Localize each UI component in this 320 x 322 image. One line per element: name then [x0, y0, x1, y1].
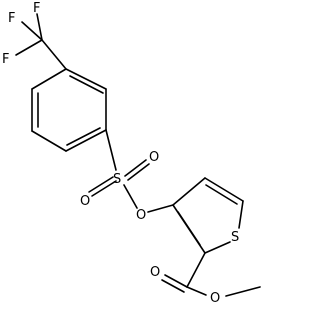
bond-thio-c5-s [238, 200, 244, 229]
bond-omethoxy-ch3 [225, 286, 261, 297]
bond-thio-c3-c4 [172, 177, 206, 206]
bonds [15, 13, 261, 297]
bond-c-f1 [21, 21, 43, 41]
atom-o-methoxy: O [210, 291, 220, 306]
atom-o-sulfonyl-2: O [149, 150, 159, 165]
bond-c2-carbonyl-c [186, 252, 206, 288]
bond-benzene-4 [31, 130, 67, 152]
bond-oester-c3 [147, 204, 174, 213]
bond-benzene-1 [65, 68, 107, 90]
atom-o-ester-link: O [136, 208, 146, 223]
bond-benzene-6 [31, 68, 67, 90]
bond-s-o2-b [127, 163, 150, 181]
bond-carbonyl-b [161, 279, 185, 293]
bond-cf3-ring [41, 39, 67, 70]
chemical-structure: F F F S O O O S O O [2, 1, 261, 306]
atom-s-thiophene: S [231, 230, 239, 245]
bond-c-f2 [36, 13, 43, 41]
bond-thio-c4-c5 [204, 177, 244, 202]
bond-thio-c2-c3-inner [177, 211, 201, 246]
atom-f2: F [33, 1, 40, 16]
bond-thio-s-c2 [204, 241, 231, 254]
bond-s-oester [123, 184, 138, 209]
bond-benzene-3-inner [66, 127, 101, 146]
bond-s-o1-a [91, 180, 117, 197]
bond-c-f3 [15, 39, 43, 56]
atom-f1: F [8, 11, 15, 26]
bond-ring-sulfonyl [105, 129, 117, 171]
atom-f3: F [2, 52, 9, 67]
bond-c-omethoxy [186, 286, 207, 296]
atom-labels: F F F S O O O S O O [2, 1, 239, 306]
atom-o-carbonyl: O [150, 265, 160, 280]
bond-s-o2-a [124, 159, 147, 177]
bond-carbonyl-a [164, 274, 188, 288]
bond-s-o1-b [88, 176, 114, 193]
bond-thio-c4-c5-inner [205, 184, 238, 205]
bond-benzene-1-inner [69, 75, 104, 94]
bond-benzene-3 [65, 129, 107, 152]
atom-s-sulfonyl: S [113, 172, 121, 187]
atom-o-sulfonyl-1: O [80, 194, 90, 209]
